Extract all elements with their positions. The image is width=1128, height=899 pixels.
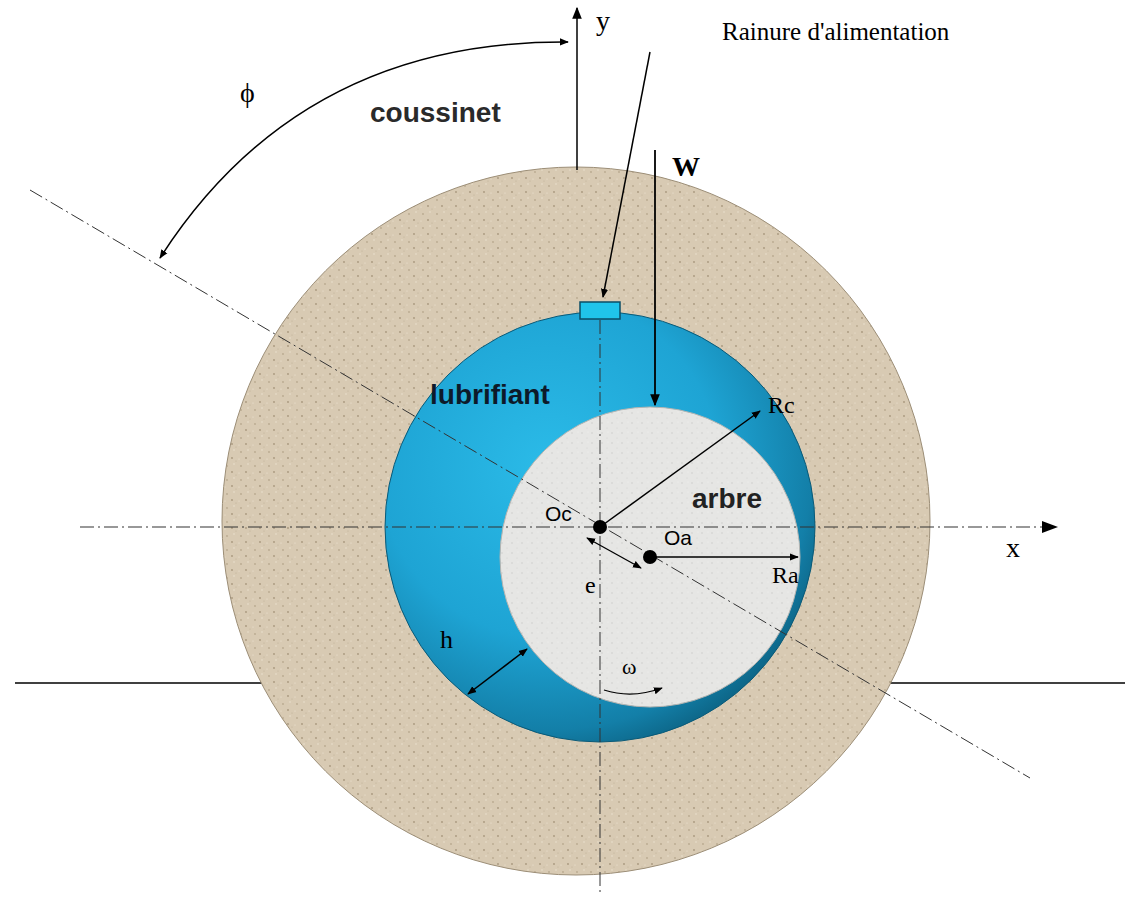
angle-label: ϕ: [240, 78, 255, 109]
feed-groove: [580, 302, 620, 319]
bearing-centre: [593, 520, 607, 534]
load-label: W: [672, 152, 700, 183]
groove-leader: [603, 52, 650, 297]
bearing-housing: [222, 167, 930, 875]
part-label: arbre: [692, 484, 762, 515]
x-axis: [80, 526, 1058, 527]
eccentricity-arrow: [587, 538, 641, 568]
y-axis: [576, 8, 578, 170]
point-label: Oa: [664, 526, 692, 549]
shaft-centre: [643, 550, 657, 564]
axis-label: x: [1006, 533, 1020, 564]
vertical-centre-line: [600, 320, 601, 895]
axis-label: y: [596, 6, 610, 37]
shaft-radius-arrow: [650, 556, 798, 558]
part-label: coussinet: [370, 98, 501, 129]
shaft: [500, 407, 800, 707]
dimension-label: h: [440, 626, 453, 655]
rotation-label: ω: [622, 655, 636, 679]
line-of-centres: [30, 190, 1030, 778]
dimension-label: e: [585, 572, 596, 598]
part-label: Rainure d'alimentation: [722, 18, 949, 46]
dimension-label: Rc: [768, 392, 795, 418]
load-arrow: [654, 150, 656, 405]
part-label: lubrifiant: [430, 380, 550, 411]
point-label: Oc: [545, 502, 572, 525]
rotation-arrow: [604, 688, 662, 694]
attitude-angle-arc: [160, 42, 568, 258]
dimension-label: Ra: [772, 562, 799, 588]
x-axis-arrowhead: [1042, 521, 1058, 533]
film-thickness-arrow: [468, 649, 527, 694]
